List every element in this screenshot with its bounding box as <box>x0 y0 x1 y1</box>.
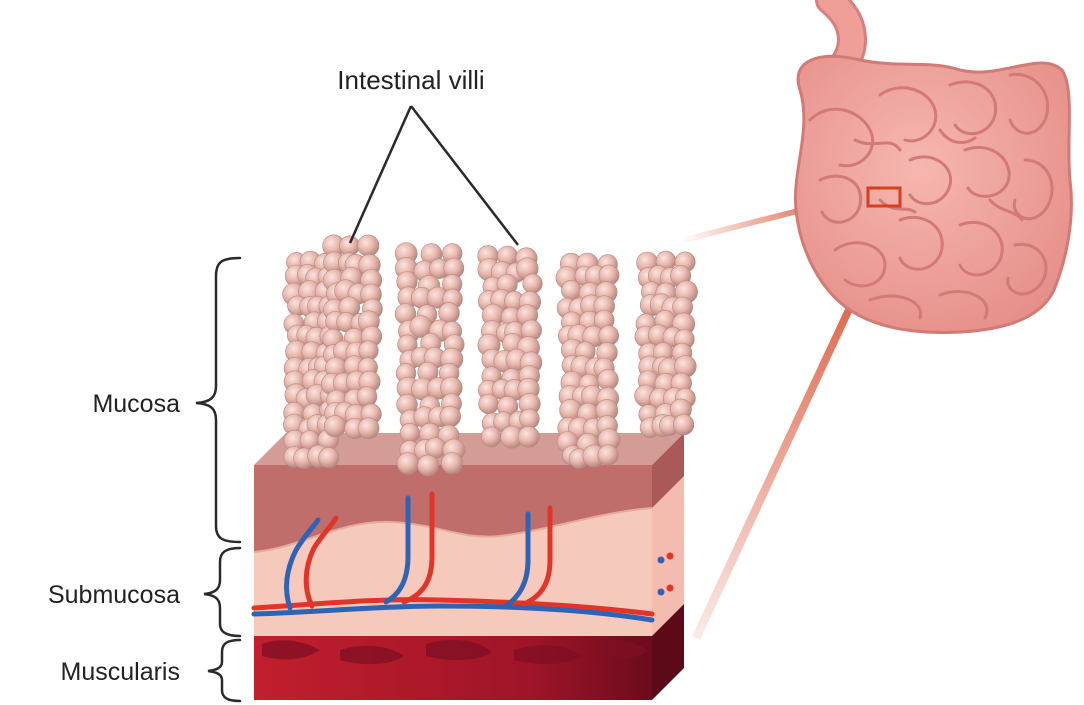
tissue-block <box>254 433 684 700</box>
submucosa-label: Submucosa <box>48 581 180 609</box>
villus-cell <box>417 455 438 476</box>
mucosa-label: Mucosa <box>92 390 180 418</box>
villus-cell <box>520 409 540 429</box>
muscularis-brace <box>208 640 240 701</box>
villus-cell <box>518 426 539 447</box>
villus-cell <box>598 445 618 465</box>
layer-braces <box>196 258 240 701</box>
muscularis-label: Muscularis <box>61 658 180 686</box>
villus-cell <box>400 423 420 443</box>
villus-cell <box>358 418 379 439</box>
villus-cell <box>523 274 543 294</box>
villus-cell <box>561 280 581 300</box>
villi-label: Intestinal villi <box>337 65 484 95</box>
villus-cell <box>441 453 462 474</box>
villus-cell <box>481 427 501 447</box>
submucosa-brace <box>204 548 240 636</box>
pointer-line-right <box>411 106 518 245</box>
vein-cross-section <box>658 589 665 596</box>
villus-cell <box>358 235 379 256</box>
pointer-line-left <box>350 106 411 243</box>
villus-cell <box>479 394 499 414</box>
villi-pointer-lines <box>350 106 518 245</box>
artery-cross-section <box>667 553 674 560</box>
villus-cell <box>673 414 694 435</box>
vein-cross-section <box>658 557 665 564</box>
artery-cross-section <box>667 585 674 592</box>
villus-cell <box>397 453 419 475</box>
villus-cell <box>357 387 377 407</box>
villus-cell <box>319 448 339 468</box>
small-intestine-icon <box>795 0 1071 332</box>
villus-cell <box>598 369 619 390</box>
mucosa-brace <box>196 258 240 542</box>
villus-cell <box>324 415 346 437</box>
villus-cell <box>440 406 461 427</box>
